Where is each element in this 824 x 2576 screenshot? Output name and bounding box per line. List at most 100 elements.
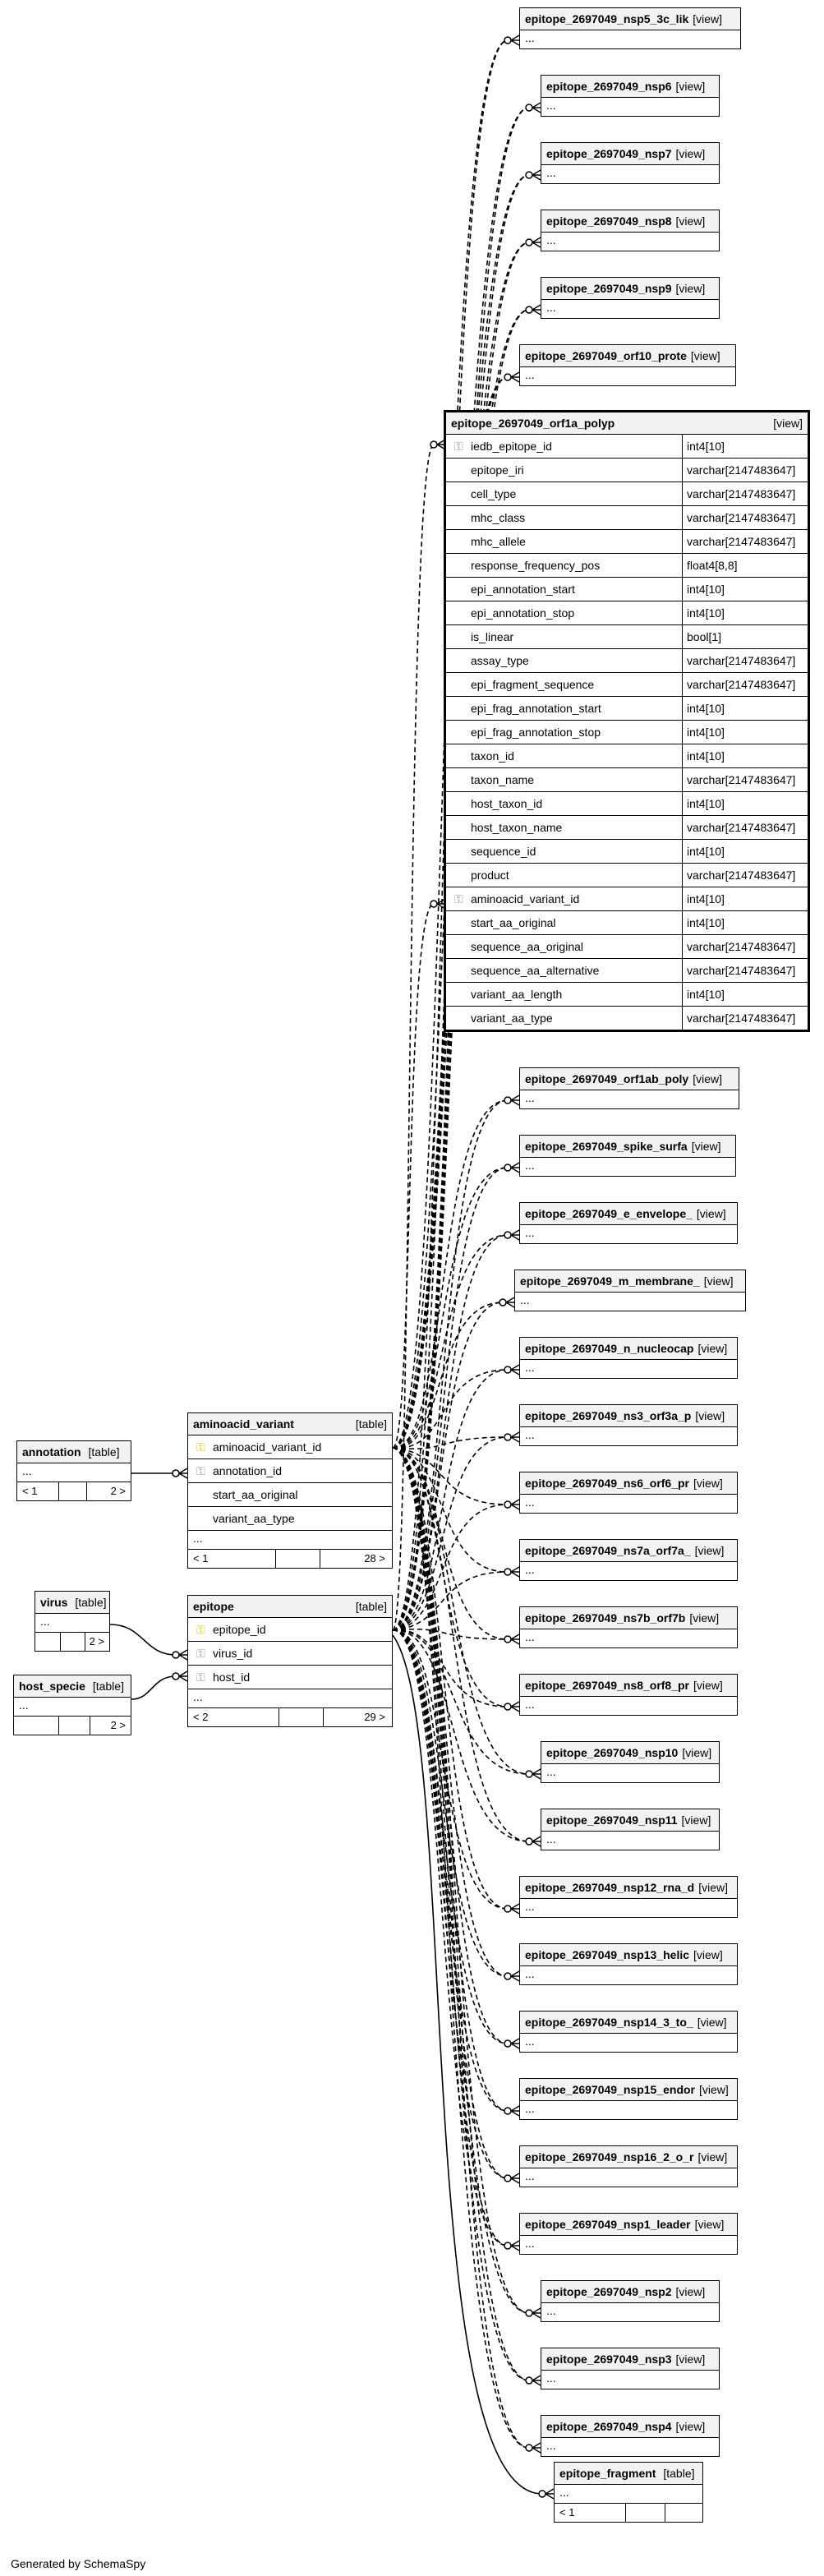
table-epitope[interactable]: epitope [table] ⚿epitope_id⚿virus_id⚿hos… <box>187 1595 393 1727</box>
column-name: epi_annotation_stop <box>471 606 575 620</box>
view-v-nsp14[interactable]: epitope_2697049_nsp14_3_to_[view]... <box>519 2011 738 2053</box>
view-v-nsp7[interactable]: epitope_2697049_nsp7[view]... <box>541 142 720 184</box>
children-count[interactable]: 29 > <box>364 1711 385 1723</box>
view-v-nsp8[interactable]: epitope_2697049_nsp8[view]... <box>541 210 720 251</box>
parents-count[interactable]: < 2 <box>193 1711 209 1723</box>
view-v-nsp4[interactable]: epitope_2697049_nsp4[view]... <box>541 2415 720 2457</box>
view-v-nsp2[interactable]: epitope_2697049_nsp2[view]... <box>541 2280 720 2322</box>
crowfoot-mark <box>178 1670 188 1682</box>
view-v-nsp9[interactable]: epitope_2697049_nsp9[view]... <box>541 277 720 319</box>
parents-count[interactable]: < 1 <box>559 2506 575 2518</box>
column-name: aminoacid_variant_id <box>471 892 580 906</box>
edge-end-v_nsp4 <box>525 2444 533 2452</box>
view-v-orf10[interactable]: epitope_2697049_orf10_prote[view]... <box>519 344 736 386</box>
parents-count[interactable]: < 1 <box>193 1552 209 1564</box>
table-name: epitope_2697049_ns3_orf3a_p <box>525 1409 692 1422</box>
view-v-nsp13[interactable]: epitope_2697049_nsp13_helic[view]... <box>519 1943 738 1985</box>
more-columns: ... <box>546 1765 556 1778</box>
view-v-spike[interactable]: epitope_2697049_spike_surfa[view]... <box>519 1135 736 1177</box>
column-name: host_id <box>213 1670 251 1684</box>
view-v-ns6[interactable]: epitope_2697049_ns6_orf6_pr[view]... <box>519 1472 738 1514</box>
view-v-env[interactable]: epitope_2697049_e_envelope_[view]... <box>519 1202 738 1244</box>
table-virus[interactable]: virus [table] ... 2 > <box>35 1591 110 1652</box>
table-kind: [view] <box>675 2353 706 2366</box>
fk-edge-v_env <box>392 1234 509 1631</box>
table-header: epitope_2697049_nsp2[view] <box>541 2281 719 2303</box>
view-v-nsp16[interactable]: epitope_2697049_nsp16_2_o_r[view]... <box>519 2145 738 2187</box>
view-v-nsp12[interactable]: epitope_2697049_nsp12_rna_d[view]... <box>519 1876 738 1918</box>
table-aminoacid-variant[interactable]: aminoacid_variant [table] ⚿aminoacid_var… <box>187 1412 393 1569</box>
view-v-nsp1[interactable]: epitope_2697049_nsp1_leader[view]... <box>519 2213 738 2255</box>
fk-edge-v_nsp1 <box>392 1629 509 2247</box>
view-epitope-orf1a-polyp[interactable]: epitope_2697049_orf1a_polyp [view] ⚿iedb… <box>444 410 810 1032</box>
column-row[interactable]: ⚿virus_id <box>188 1642 392 1666</box>
column-row[interactable]: ⚿host_id <box>188 1666 392 1689</box>
table-footer: 2 > <box>35 1633 109 1651</box>
fk-edge-v_ns8 <box>392 1629 509 1707</box>
column-row[interactable]: ⚿annotation_id <box>188 1459 392 1483</box>
table-kind: [view] <box>696 1207 726 1220</box>
view-v-nsp10[interactable]: epitope_2697049_nsp10[view]... <box>541 1741 720 1783</box>
column-row[interactable]: ⚿aminoacid_variant_id <box>188 1435 392 1459</box>
table-footer: < 2 29 > <box>188 1708 392 1726</box>
children-count[interactable]: 2 > <box>89 1635 104 1647</box>
view-v-nsp15[interactable]: epitope_2697049_nsp15_endor[view]... <box>519 2078 738 2120</box>
column-row[interactable]: ⚿epitope_id <box>188 1618 392 1642</box>
table-annotation[interactable]: annotation [table] ... < 1 2 > <box>16 1440 131 1501</box>
fk-edge-v_mem <box>392 1302 504 1449</box>
view-v-ns8[interactable]: epitope_2697049_ns8_orf8_pr[view]... <box>519 1674 738 1716</box>
view-v-ns3[interactable]: epitope_2697049_ns3_orf3a_p[view]... <box>519 1404 738 1446</box>
view-v-ns7b[interactable]: epitope_2697049_ns7b_orf7b[view]... <box>519 1606 738 1648</box>
table-kind: [view] <box>693 1679 723 1692</box>
view-v-mem[interactable]: epitope_2697049_m_membrane_[view]... <box>514 1270 746 1311</box>
edge-end-v_ns3 <box>504 1433 512 1441</box>
table-name: epitope_fragment <box>559 2467 656 2480</box>
table-kind: [view] <box>693 1477 723 1490</box>
column-row[interactable]: start_aa_original <box>188 1483 392 1507</box>
fk-edge-orf1a-0 <box>392 444 435 1631</box>
view-v-nsp11[interactable]: epitope_2697049_nsp11[view]... <box>541 1809 720 1850</box>
view-v-orf1ab[interactable]: epitope_2697049_orf1ab_poly[view]... <box>519 1067 739 1109</box>
more-columns: ... <box>525 2237 535 2250</box>
fk-edge-v_orf1ab <box>392 1099 509 1631</box>
view-v-nuc[interactable]: epitope_2697049_n_nucleocap[view]... <box>519 1337 738 1379</box>
parents-count[interactable]: < 1 <box>22 1485 38 1497</box>
table-host-specie[interactable]: host_specie [table] ... 2 > <box>13 1675 131 1735</box>
column-row[interactable]: variant_aa_type <box>188 1507 392 1531</box>
view-v-ns7a[interactable]: epitope_2697049_ns7a_orf7a_[view]... <box>519 1539 738 1581</box>
view-v-nsp6[interactable]: epitope_2697049_nsp6[view]... <box>541 75 720 117</box>
view-v-nsp5[interactable]: epitope_2697049_nsp5_3c_lik[view]... <box>519 7 741 49</box>
table-header: epitope_2697049_ns7b_orf7b[view] <box>520 1607 737 1629</box>
children-count[interactable]: 2 > <box>110 1485 126 1497</box>
children-count[interactable]: 2 > <box>110 1719 126 1731</box>
children-count[interactable]: 28 > <box>364 1552 385 1564</box>
view-v-nsp3[interactable]: epitope_2697049_nsp3[view]... <box>541 2348 720 2389</box>
table-epitope-fragment[interactable]: epitope_fragment [table] ... < 1 <box>554 2462 703 2523</box>
table-header: epitope_2697049_nsp3[view] <box>541 2348 719 2371</box>
